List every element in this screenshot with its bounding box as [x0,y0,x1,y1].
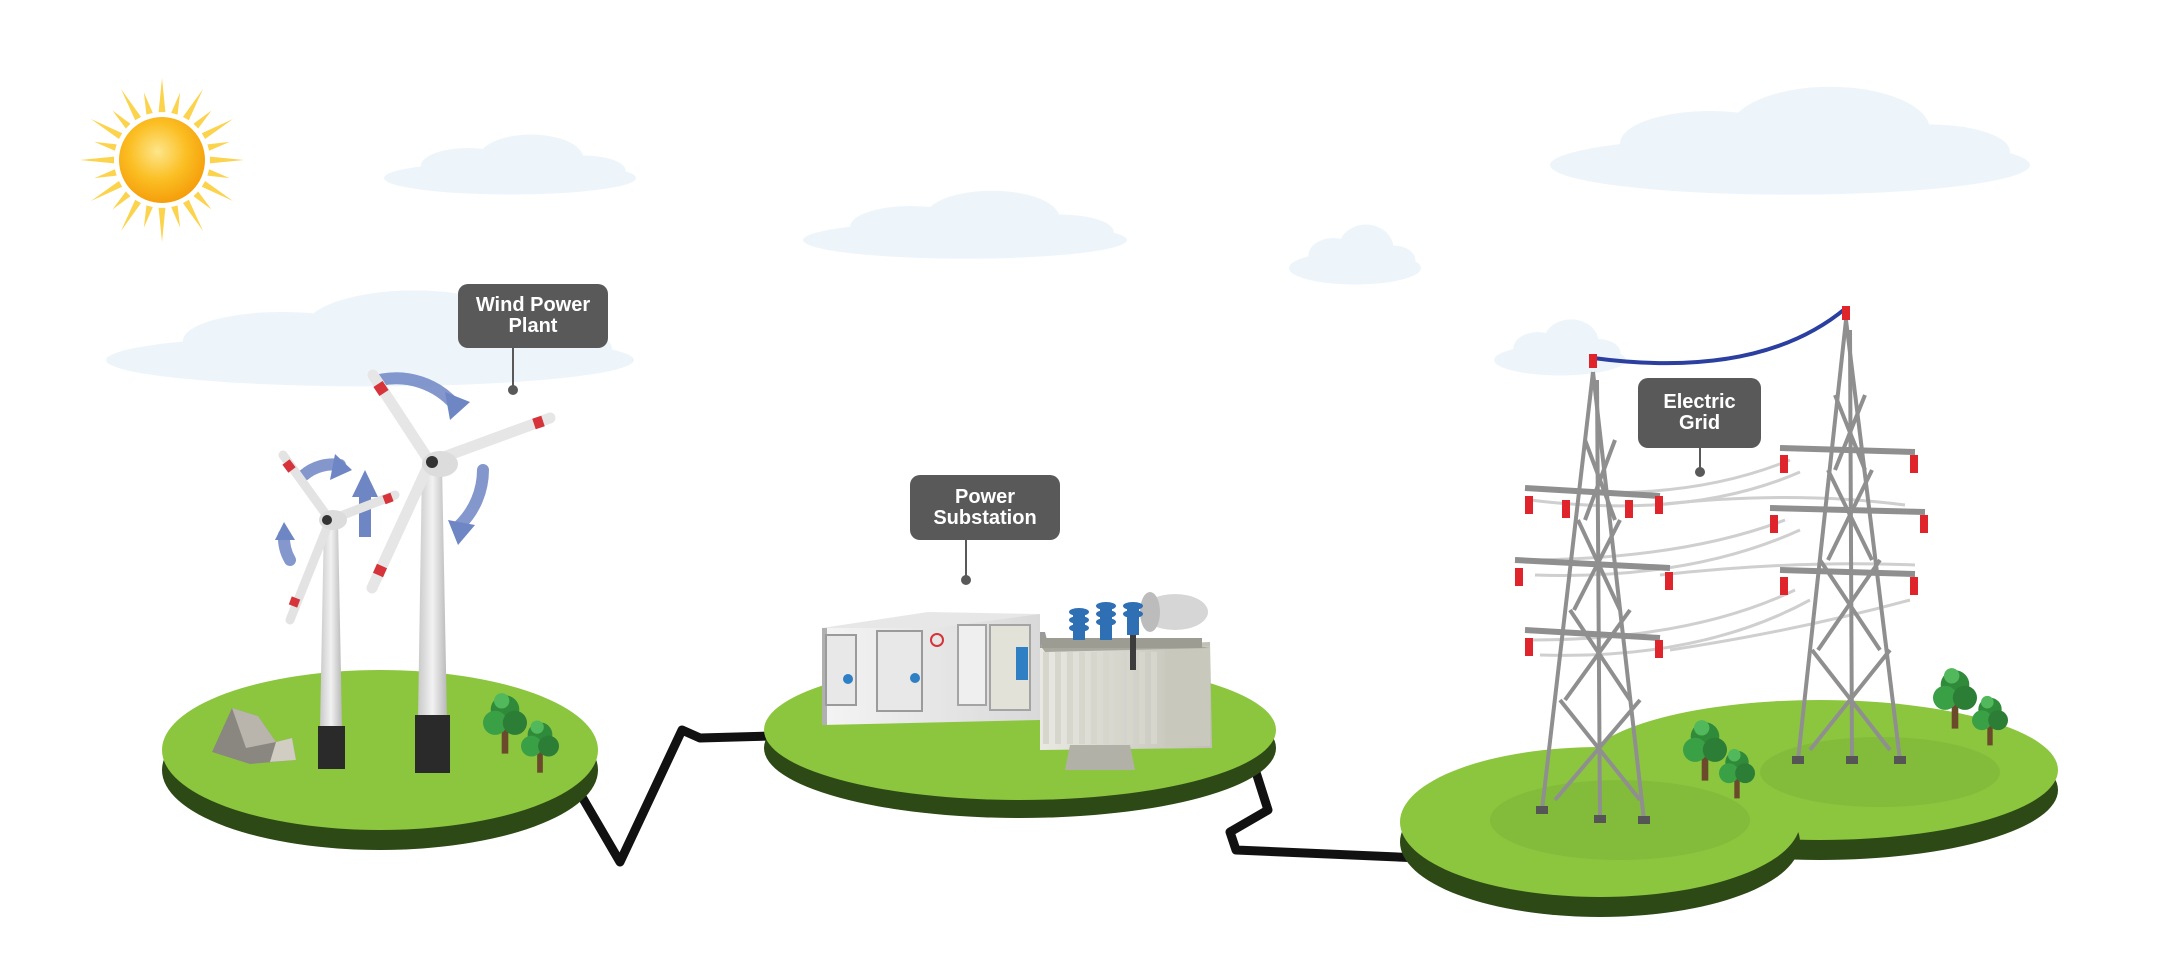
wind-power-plant-label: Wind Power Plant [458,284,608,348]
substation-label-line2: Substation [933,506,1037,529]
sun-ray [91,181,123,201]
sun-ray [158,207,166,242]
sun-ray [121,199,141,231]
sun-ray [94,169,117,179]
sun-ray [183,89,203,121]
wind-plant-island [162,670,598,850]
sun-icon [80,78,244,242]
power-cable [573,725,1425,867]
sun-ray [158,78,166,113]
grid-island [1400,700,2058,917]
top-shield-wire [1592,306,1848,366]
cloud [803,190,1127,259]
sun-ray [121,89,141,121]
sun-ray [209,156,244,164]
sun-ray [171,205,181,228]
transmission-tower-left [1514,371,1671,821]
sun-ray [207,169,230,179]
cloud [1494,319,1626,376]
sun-ray [143,205,153,228]
callout-pointers [512,348,1701,578]
sun-ray [80,156,115,164]
sun-ray [91,119,123,139]
sun-ray [183,199,203,231]
sun-ray [193,191,212,210]
cloud [1289,224,1421,285]
tower-feet [1536,756,1906,824]
substation-label-line1: Power [954,485,1016,508]
sun-ray [201,119,233,139]
clouds [105,86,2030,387]
wind-turbine-small [278,450,400,769]
wind-turbine-large [366,369,556,773]
sun-ray [112,191,131,210]
callout-dots [508,385,1705,585]
insulators [1515,306,1928,658]
grid-label-line1: Electric [1663,391,1736,413]
wind-label-line1: Wind Power [475,294,591,316]
sun-ray [94,141,117,151]
sun-ray [143,92,153,115]
cloud [384,134,636,195]
power-substation-label: Power Substation [910,475,1060,540]
wind-label-line2: Plant [508,315,558,337]
sun-ray [193,110,212,129]
transmission-tower-right [1769,319,1926,761]
sun-ray [201,181,233,201]
sun-ray [171,92,181,115]
sun-ray [207,141,230,151]
grid-label-line2: Grid [1678,412,1721,434]
substation-equipment [822,592,1212,770]
rock [212,708,296,764]
cloud [1550,86,2030,195]
electric-grid-label: Electric Grid [1638,378,1761,448]
sun-ray [112,110,131,129]
